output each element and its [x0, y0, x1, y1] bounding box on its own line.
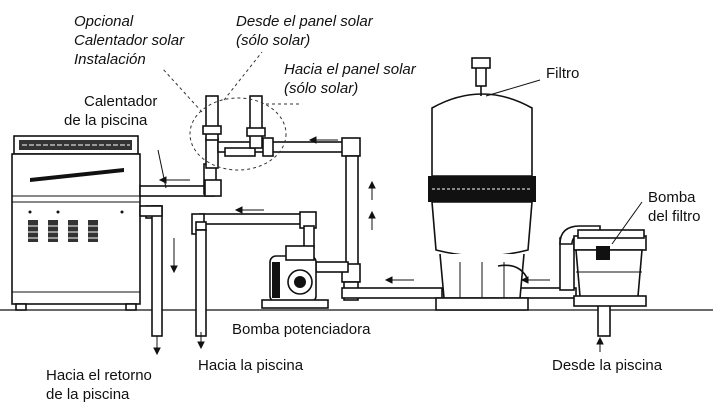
label-optional-solar: Opcional Calentador solar Instalación: [74, 13, 185, 68]
heater-vents: [28, 220, 98, 242]
label-from-pool: Desde la piscina: [552, 357, 663, 374]
label-from-solar-panel: Desde el panel solar (sólo solar): [236, 13, 373, 49]
label-pool-heater: Calentador de la piscina: [64, 93, 158, 129]
heater-top-vents: [19, 140, 132, 150]
label-filter: Filtro: [546, 65, 580, 82]
label-to-pool: Hacia la piscina: [198, 357, 304, 374]
plumbing: [139, 95, 611, 337]
label-pool-return: Hacia el retorno de la piscina: [46, 367, 152, 403]
label-to-solar-panel: Hacia el panel solar (sólo solar): [284, 61, 416, 97]
flow-arrows: [153, 136, 604, 356]
filter-pump: [573, 229, 647, 307]
pool-heater: [11, 135, 141, 311]
filter-tank: [428, 57, 536, 311]
label-filter-pump: Bomba del filtro: [648, 189, 701, 225]
label-booster-pump: Bomba potenciadora: [232, 321, 371, 338]
booster-pump: [261, 245, 329, 309]
